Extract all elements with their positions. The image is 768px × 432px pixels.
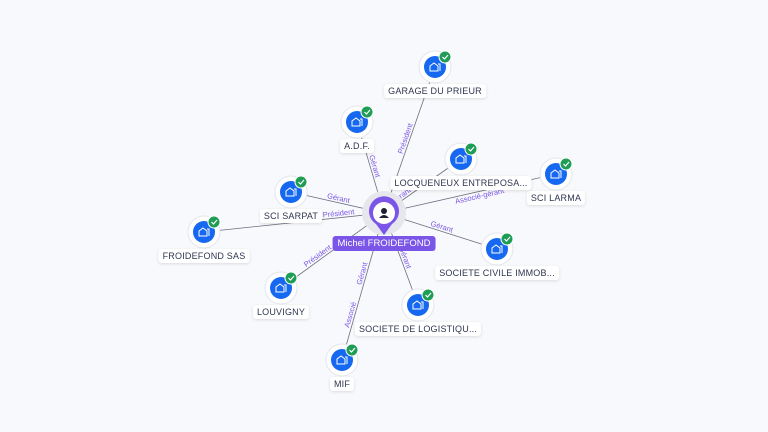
edge-relation-label: Président bbox=[322, 207, 355, 219]
company-label[interactable]: LOUVIGNY bbox=[252, 305, 310, 319]
company-node[interactable] bbox=[401, 288, 435, 322]
company-label[interactable]: A.D.F. bbox=[340, 139, 374, 153]
verified-check-icon bbox=[284, 271, 298, 285]
company-node[interactable] bbox=[480, 232, 514, 266]
verified-check-icon bbox=[294, 175, 308, 189]
person-name-label[interactable]: Michel FROIDEFOND bbox=[332, 236, 436, 251]
verified-check-icon bbox=[559, 157, 573, 171]
verified-check-icon bbox=[421, 288, 435, 302]
person-node[interactable] bbox=[362, 191, 406, 235]
edge-relation-label: Gérant bbox=[367, 154, 382, 179]
company-node[interactable] bbox=[187, 215, 221, 249]
edge-relation-label: Gérant bbox=[355, 260, 370, 285]
company-node[interactable] bbox=[340, 105, 374, 139]
verified-check-icon bbox=[500, 232, 514, 246]
company-node[interactable] bbox=[444, 142, 478, 176]
verified-check-icon bbox=[360, 105, 374, 119]
verified-check-icon bbox=[438, 50, 452, 64]
company-label[interactable]: FROIDEFOND SAS bbox=[158, 249, 250, 263]
company-label[interactable]: SOCIETE DE LOGISTIQU... bbox=[354, 322, 482, 336]
edge-relation-label: Gérant bbox=[430, 219, 455, 235]
company-label[interactable]: GARAGE DU PRIEUR bbox=[384, 84, 486, 98]
company-label[interactable]: SOCIETE CIVILE IMMOB... bbox=[435, 266, 559, 280]
company-label[interactable]: MIF bbox=[329, 377, 355, 391]
company-label[interactable]: SCI SARPAT bbox=[259, 209, 323, 223]
edge-relation-label: Président bbox=[396, 121, 415, 155]
company-node[interactable] bbox=[325, 343, 359, 377]
verified-check-icon bbox=[345, 343, 359, 357]
person-icon bbox=[381, 208, 387, 214]
company-node[interactable] bbox=[274, 175, 308, 209]
company-node[interactable] bbox=[539, 157, 573, 191]
verified-check-icon bbox=[207, 215, 221, 229]
company-node[interactable] bbox=[264, 271, 298, 305]
company-label[interactable]: LOCQUENEUX ENTREPOSA... bbox=[390, 176, 532, 190]
company-node[interactable] bbox=[418, 50, 452, 84]
edge-relation-label: Président bbox=[302, 242, 334, 268]
company-label[interactable]: SCI LARMA bbox=[526, 191, 586, 205]
verified-check-icon bbox=[464, 142, 478, 156]
